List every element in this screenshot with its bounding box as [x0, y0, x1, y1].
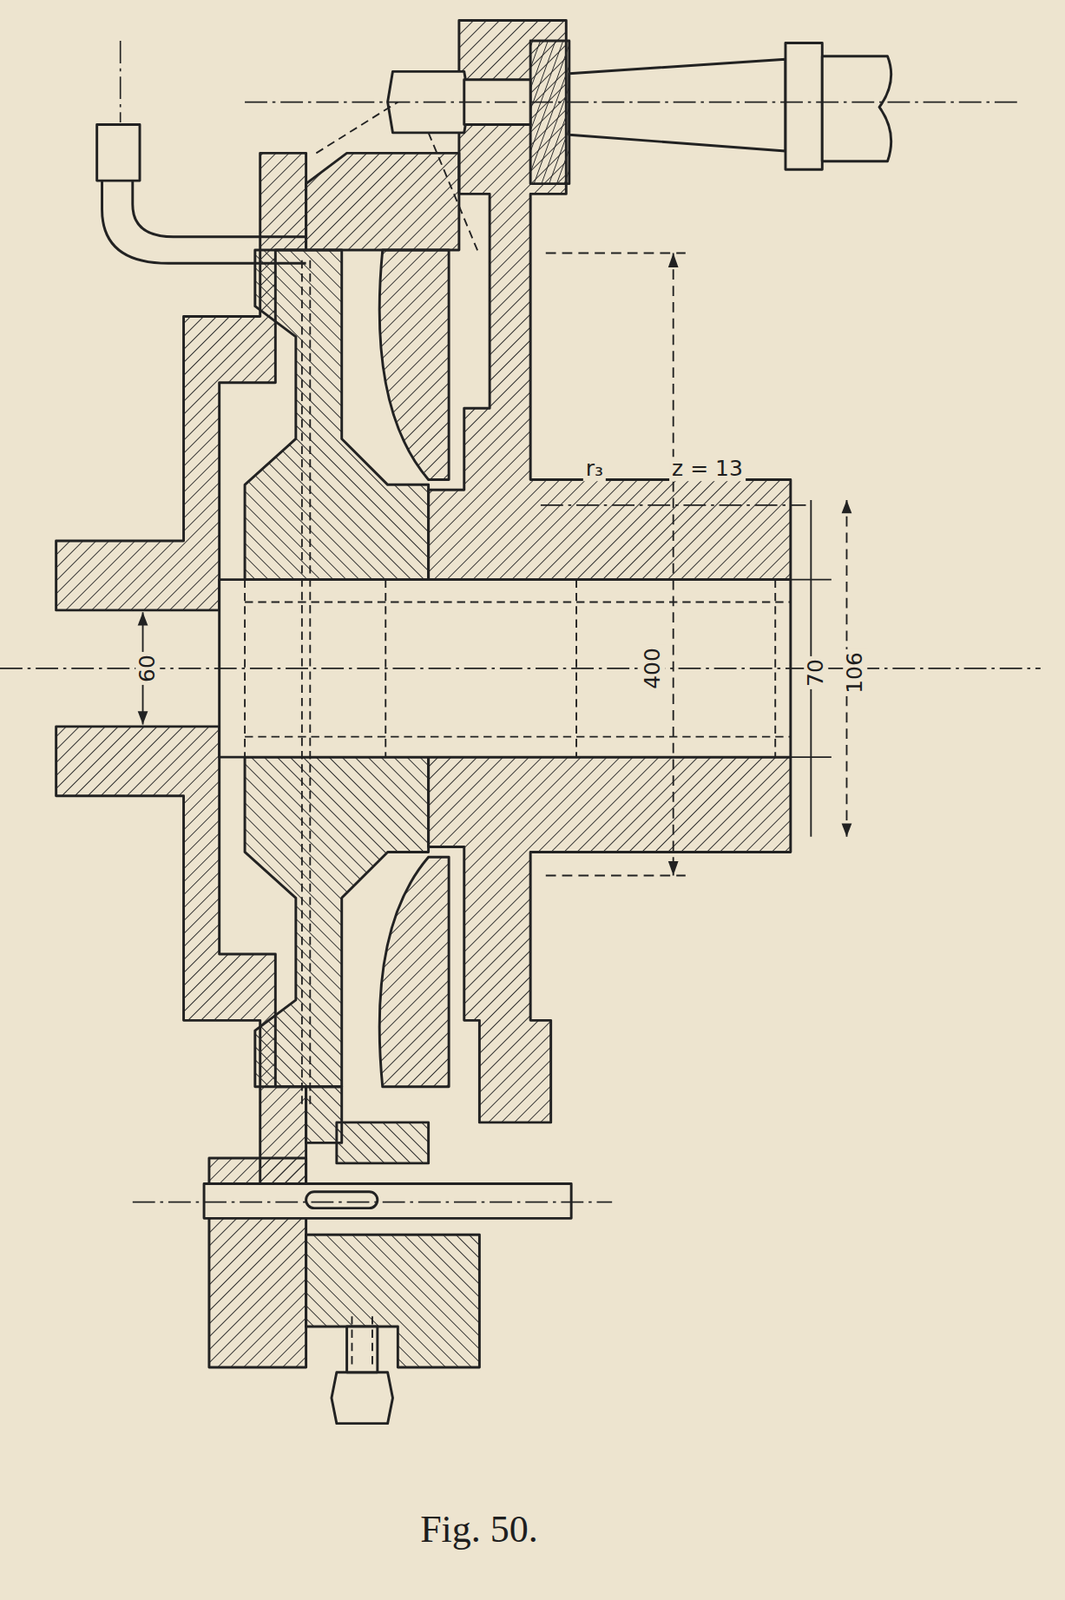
dimension-label: 70 — [803, 656, 829, 690]
figure-caption: Fig. 50. — [417, 1508, 541, 1551]
dimension-label: 106 — [842, 649, 868, 697]
tooth-count-label: z = 13 — [669, 456, 746, 481]
radius-label: r₃ — [583, 456, 606, 481]
dimension-label: 400 — [640, 644, 665, 692]
dimension-label: 60 — [135, 651, 160, 685]
